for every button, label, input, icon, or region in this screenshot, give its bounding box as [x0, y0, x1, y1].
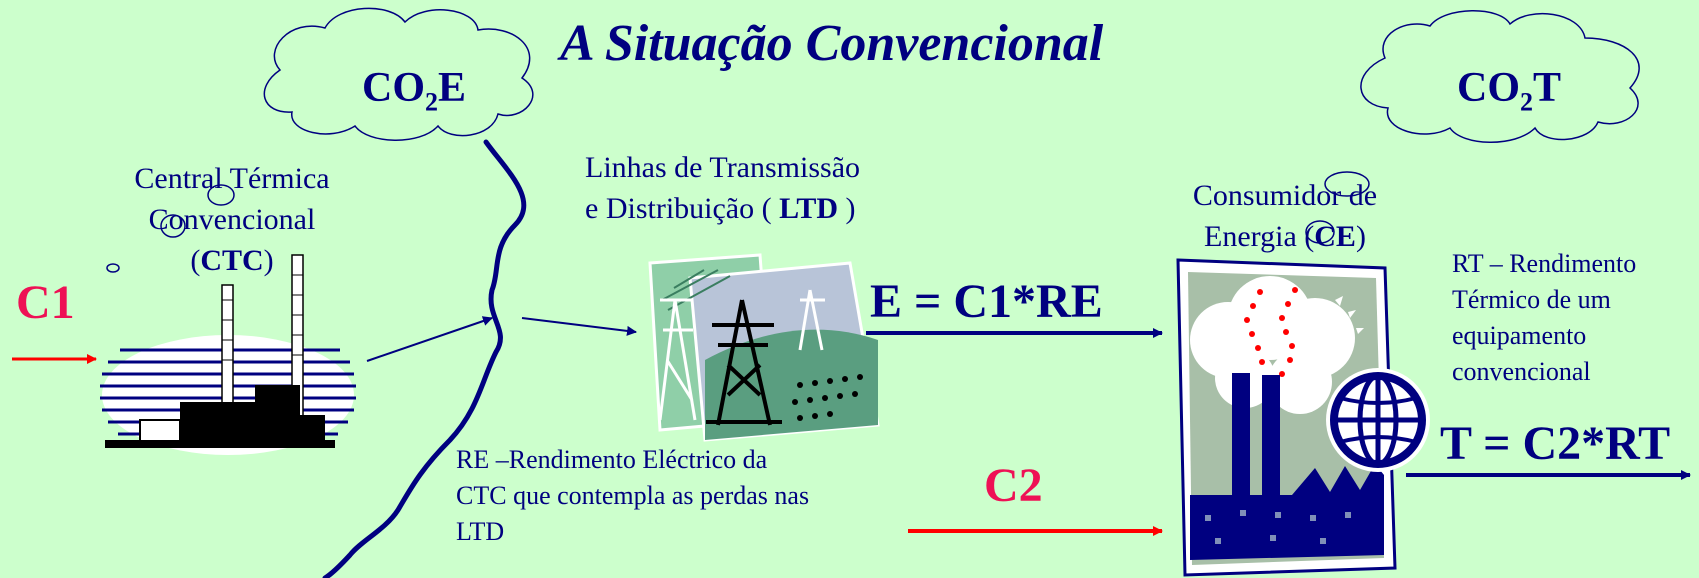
ltd-label: Linhas de Transmissão e Distribuição ( L…: [585, 151, 861, 225]
ctc-label: Central Térmica Convencional (CTC): [134, 162, 330, 277]
arrow-trail-to-ltd: [521, 317, 637, 336]
consumer-factory-icon: [1176, 258, 1430, 577]
bubble-4: [1324, 171, 1370, 197]
bubble-3: [106, 263, 120, 273]
tower-main: [706, 299, 782, 426]
cloud-co2e-shape: [263, 7, 534, 141]
transmission-tower-icon: [648, 253, 880, 442]
cloud-co2t-shape: [1360, 10, 1640, 143]
rt-note: RT – Rendimento Térmico de um equipament…: [1452, 249, 1637, 386]
bubble-2: [160, 214, 186, 238]
arrow-ctc-to-trail: [366, 316, 493, 362]
bubble-5: [1305, 220, 1335, 244]
re-note: RE –Rendimento Eléctrico da CTC que cont…: [456, 445, 810, 546]
page-title: A Situação Convencional: [560, 15, 1104, 72]
ce-label: Consumidor de Energia (CE): [1192, 179, 1378, 253]
emission-trail: [322, 139, 527, 578]
equation-t: T = C2*RT: [1440, 417, 1671, 470]
power-plant-icon: [100, 254, 356, 455]
c2-label: C2: [984, 459, 1043, 512]
cloud-co2t-label: CO2T: [1457, 65, 1562, 117]
globe-icon: [1326, 368, 1430, 472]
c1-label: C1: [16, 276, 75, 329]
cloud-co2e-label: CO2E: [362, 65, 467, 117]
bubble-1: [207, 184, 235, 206]
equation-e: E = C1*RE: [870, 275, 1103, 328]
